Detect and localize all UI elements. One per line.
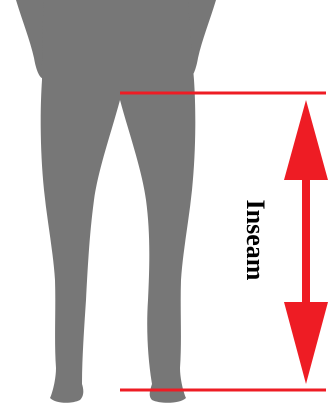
- arrow-head-bottom: [284, 302, 328, 384]
- double-headed-arrow-icon: [284, 100, 328, 384]
- body-and-legs: [41, 0, 196, 403]
- inseam-label: Inseam: [241, 200, 270, 281]
- human-figure-silhouette-icon: [16, 0, 216, 403]
- arrow-head-top: [284, 100, 328, 180]
- arrow-shaft: [302, 178, 310, 304]
